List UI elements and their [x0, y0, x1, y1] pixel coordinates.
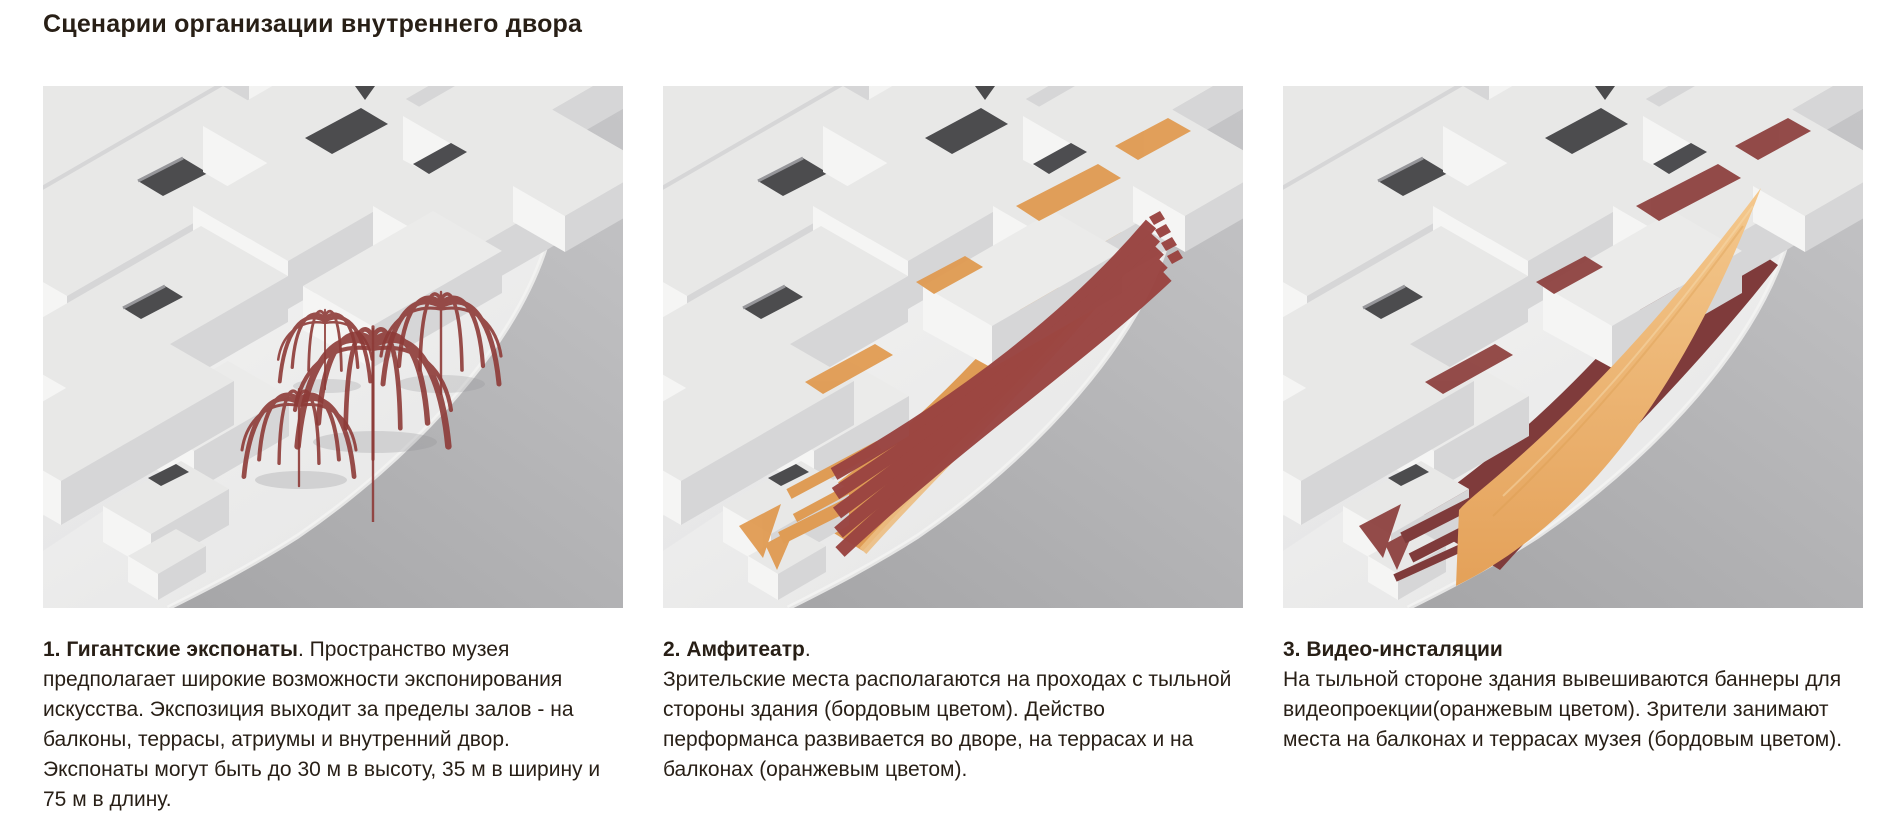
- amphitheater-seating: [830, 211, 1183, 557]
- caption-2: 2. Амфитеатр. Зрительские места располаг…: [663, 635, 1241, 815]
- captions-row: 1. Гигантские экспонаты. Пространство му…: [43, 635, 1863, 815]
- giant-exhibit-sculptures: [242, 292, 501, 522]
- scenario-3-rendering: [1283, 86, 1863, 608]
- caption-1: 1. Гигантские экспонаты. Пространство му…: [43, 635, 621, 815]
- scenario-panels-row: [43, 86, 1863, 608]
- caption-2-title-suffix: .: [804, 638, 811, 661]
- scenario-panel-1: [43, 86, 623, 608]
- caption-3-body: На тыльной стороне здания вывешиваются б…: [1283, 668, 1843, 751]
- scenario-panel-2: [663, 86, 1243, 608]
- caption-2-title: 2. Амфитеатр: [663, 638, 805, 661]
- caption-3-title: 3. Видео-инсталяции: [1283, 638, 1503, 661]
- scenario-2-rendering: [663, 86, 1243, 608]
- scenario-panel-3: [1283, 86, 1863, 608]
- caption-3: 3. Видео-инсталяции На тыльной стороне з…: [1283, 635, 1861, 815]
- page-title: Сценарии организации внутреннего двора: [43, 10, 583, 38]
- caption-1-text: . Пространство музея предполагает широки…: [43, 638, 601, 811]
- scenario-1-rendering: [43, 86, 623, 608]
- projection-banner: [1456, 188, 1761, 586]
- caption-2-body: Зрительские места располагаются на прохо…: [663, 668, 1232, 781]
- caption-1-title: 1. Гигантские экспонаты: [43, 638, 298, 661]
